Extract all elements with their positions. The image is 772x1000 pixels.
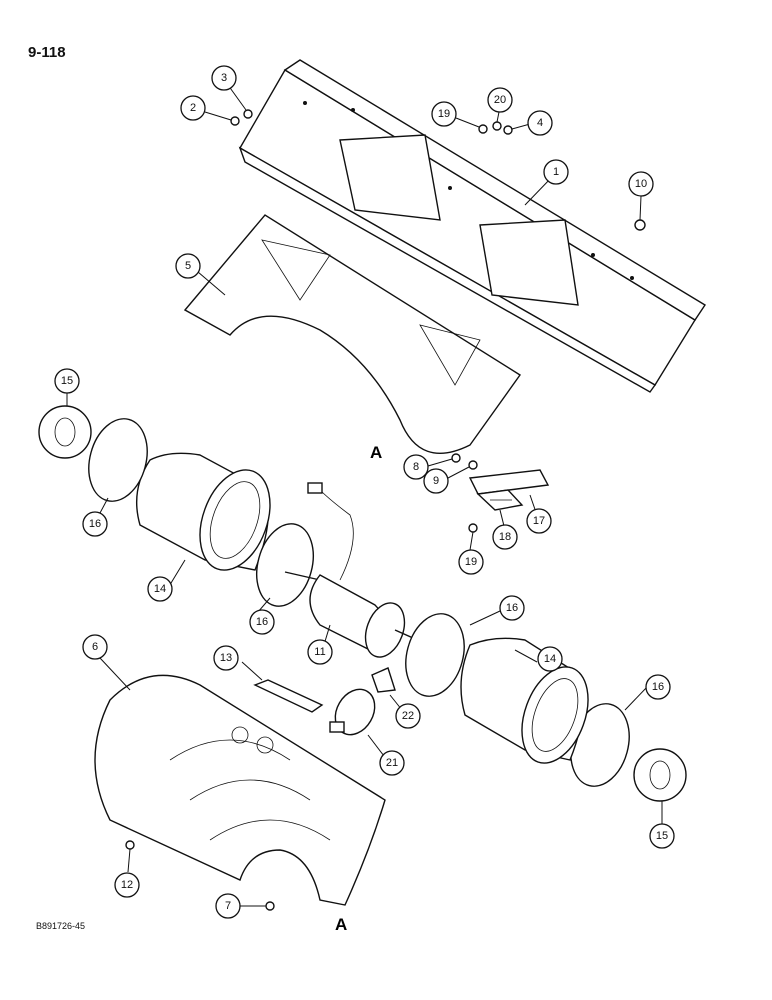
- callout-9: 9: [423, 468, 449, 494]
- callout-15-left: 15: [54, 368, 80, 394]
- left-blower-wheel: [135, 452, 271, 571]
- blower-motor: [284, 482, 441, 658]
- svg-text:8: 8: [413, 461, 419, 473]
- svg-text:19: 19: [438, 108, 450, 120]
- foam-gasket-plate: [183, 214, 522, 454]
- callout-11: 11: [307, 639, 333, 665]
- seal-strip: [253, 679, 324, 713]
- callout-12: 12: [114, 872, 140, 898]
- svg-text:16: 16: [652, 681, 664, 693]
- drawing-code: B891726-45: [36, 921, 86, 931]
- callout-7: 7: [215, 893, 241, 919]
- callout-10: 10: [628, 171, 654, 197]
- callout-4: 4: [527, 110, 553, 136]
- mounting-plate: [238, 59, 706, 393]
- callout-5: 5: [175, 253, 201, 279]
- screw-12: [125, 840, 135, 873]
- right-ring-inner: [405, 613, 465, 697]
- svg-text:19: 19: [465, 556, 477, 568]
- screw-7: [240, 901, 275, 911]
- svg-text:22: 22: [402, 710, 414, 722]
- svg-text:9: 9: [433, 475, 439, 487]
- svg-text:20: 20: [494, 94, 506, 106]
- reference-letter-a-upper: A: [370, 443, 382, 462]
- callout-1: 1: [543, 159, 569, 185]
- svg-text:3: 3: [221, 72, 227, 84]
- svg-text:2: 2: [190, 102, 196, 114]
- callout-19-upper: 19: [431, 101, 457, 127]
- svg-text:7: 7: [225, 900, 231, 912]
- hose-clamp: [329, 688, 376, 736]
- svg-text:1: 1: [553, 166, 559, 178]
- washer-9: [447, 460, 478, 479]
- ring-detail-right: [633, 748, 687, 802]
- nut-10: [634, 195, 646, 231]
- callout-8: 8: [403, 454, 429, 480]
- callout-16-a: 16: [82, 511, 108, 537]
- svg-text:21: 21: [386, 757, 398, 769]
- svg-text:15: 15: [656, 830, 668, 842]
- callout-16-b: 16: [249, 609, 275, 635]
- callout-13: 13: [213, 645, 239, 671]
- callout-14-left: 14: [147, 576, 173, 602]
- svg-text:5: 5: [185, 260, 191, 272]
- washer-3: [227, 84, 253, 119]
- callout-19-lower: 19: [458, 549, 484, 575]
- left-ring-inner: [256, 523, 314, 607]
- svg-text:17: 17: [533, 515, 545, 527]
- callout-22: 22: [395, 703, 421, 729]
- page-number: 9-118: [28, 44, 66, 61]
- switch-bracket: [468, 469, 550, 511]
- svg-text:16: 16: [506, 602, 518, 614]
- screw-19-upper: [455, 117, 488, 134]
- callout-16-c: 16: [499, 595, 525, 621]
- callout-20: 20: [487, 87, 513, 113]
- screw-19-lower: [468, 523, 478, 551]
- svg-text:11: 11: [314, 646, 325, 658]
- svg-text:13: 13: [220, 652, 232, 664]
- screw-8: [427, 453, 461, 467]
- callout-16-d: 16: [645, 674, 671, 700]
- callout-15-right: 15: [649, 823, 675, 849]
- svg-text:12: 12: [121, 879, 133, 891]
- lower-foam-housing: [94, 674, 386, 906]
- reference-letter-a-lower: A: [335, 915, 347, 934]
- callout-18: 18: [492, 524, 518, 550]
- callout-2: 2: [180, 95, 206, 121]
- svg-text:14: 14: [544, 653, 556, 665]
- callout-14-right: 14: [537, 646, 563, 672]
- callout-17: 17: [526, 508, 552, 534]
- svg-text:14: 14: [154, 583, 166, 595]
- svg-text:18: 18: [499, 531, 511, 543]
- svg-text:15: 15: [61, 375, 73, 387]
- ring-detail-left: [38, 405, 92, 459]
- washer-20: [492, 111, 502, 131]
- svg-text:10: 10: [635, 178, 647, 190]
- clip-bracket: [371, 667, 396, 693]
- svg-text:16: 16: [256, 616, 268, 628]
- callout-6: 6: [82, 634, 108, 660]
- svg-text:4: 4: [537, 117, 543, 129]
- callout-3: 3: [211, 65, 237, 91]
- callout-21: 21: [379, 750, 405, 776]
- svg-text:6: 6: [92, 641, 98, 653]
- nut-4: [503, 123, 531, 135]
- svg-text:16: 16: [89, 518, 101, 530]
- screw-2: [204, 111, 240, 126]
